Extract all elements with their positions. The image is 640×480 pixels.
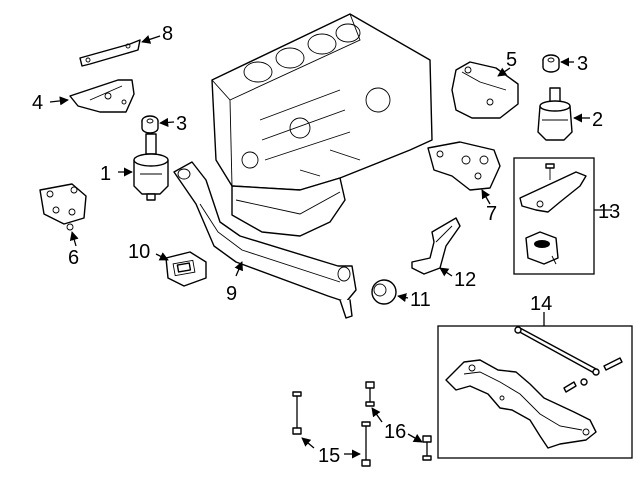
callout-12: 12: [454, 269, 476, 291]
leader-7: [481, 189, 491, 205]
part-15-bolts: [292, 391, 371, 467]
callout-1: 1: [100, 163, 111, 185]
part-1-engine-mount: [133, 133, 169, 201]
callout-8: 8: [162, 23, 173, 45]
callout-6: 6: [68, 247, 79, 269]
leader-5: [497, 67, 511, 77]
callout-3b: 3: [577, 53, 588, 75]
part-2-engine-mount: [537, 87, 573, 141]
part-6-bracket: [39, 183, 87, 231]
callout-7: 7: [486, 203, 497, 225]
leader-8: [141, 35, 161, 44]
part-12-bracket: [411, 217, 461, 275]
callout-11: 11: [410, 289, 431, 311]
callout-box-13: [513, 157, 595, 275]
callout-10: 10: [128, 241, 150, 263]
leader-6: [69, 231, 79, 247]
leader-16b: [407, 433, 423, 443]
part-11-bushing: [371, 279, 397, 305]
part-13-group: [513, 157, 595, 275]
callout-5: 5: [506, 49, 517, 71]
part-7-bracket: [427, 141, 501, 191]
part-9-crossmember: [173, 161, 357, 319]
part-16-bolts: [365, 381, 432, 461]
leader-15a: [301, 437, 315, 449]
callout-box-14: [437, 325, 633, 459]
callout-9: 9: [226, 283, 237, 305]
part-8-bracket: [79, 39, 141, 67]
callout-4: 4: [32, 92, 43, 114]
callout-14: 14: [530, 293, 552, 315]
callout-16: 16: [384, 421, 406, 443]
leader-3a: [159, 117, 175, 127]
part-10-mount: [165, 251, 207, 287]
part-3-bushing-left: [141, 115, 159, 134]
part-3-bushing-right: [542, 54, 560, 73]
leader-12: [439, 267, 453, 277]
engine-block: [211, 13, 433, 237]
part-4-bracket: [69, 79, 135, 113]
part-14-group: [437, 312, 633, 459]
callout-15: 15: [318, 445, 340, 467]
leader-4: [49, 96, 69, 106]
callout-2: 2: [592, 109, 603, 131]
leader-16a: [371, 407, 383, 423]
leader-11: [397, 293, 409, 303]
callout-13: 13: [598, 201, 620, 223]
leader-10: [155, 252, 169, 261]
callout-3a: 3: [176, 113, 187, 135]
leader-9: [234, 261, 243, 277]
